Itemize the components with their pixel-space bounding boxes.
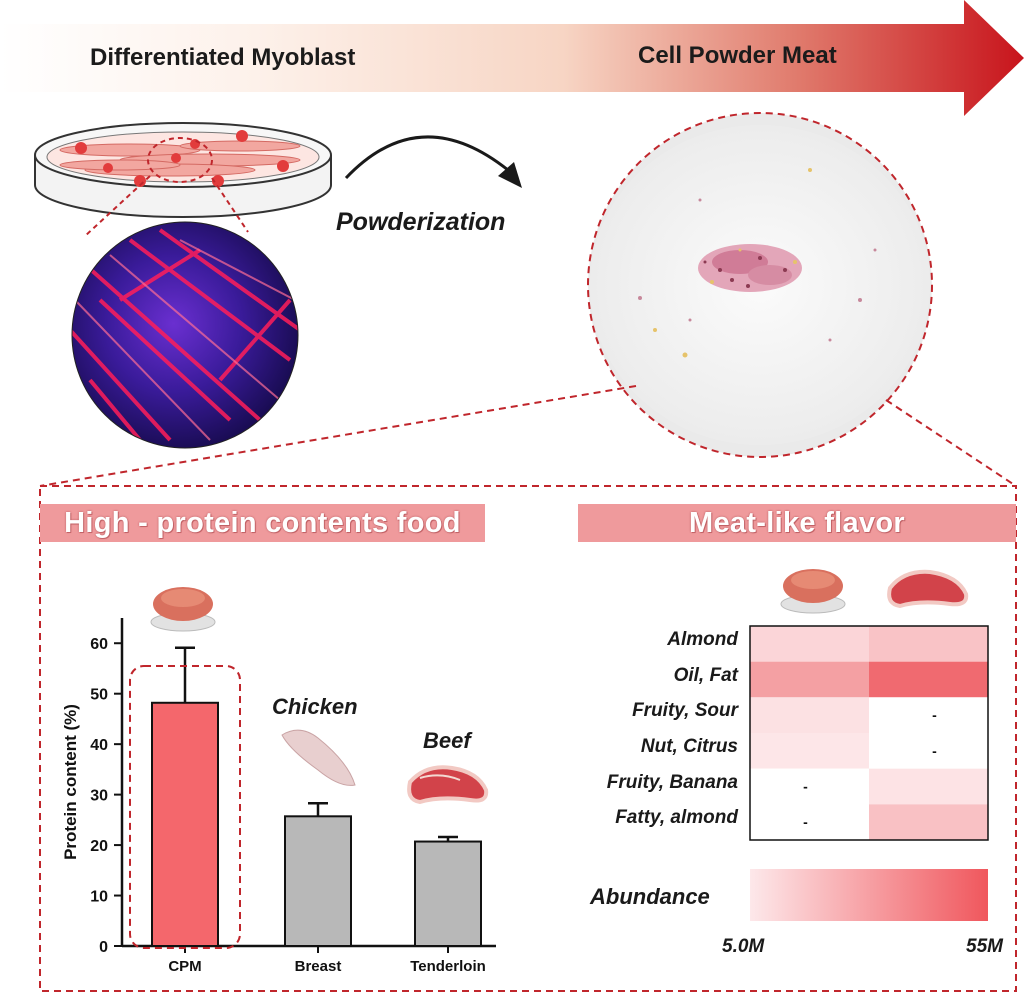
colorbar-min-label: 5.0M (722, 936, 765, 957)
process-label: Powderization (336, 208, 506, 236)
flavor-panel-header: Meat-like flavor (578, 504, 1016, 542)
y-tick-label: 0 (99, 939, 108, 956)
heatmap-cell (750, 697, 869, 733)
heatmap-missing-mark: - (932, 743, 937, 759)
chicken-label: Chicken (272, 694, 358, 719)
bar-tenderloin (414, 840, 482, 947)
beef-steak-icon-small (407, 765, 489, 805)
protein-bar-chart: 0 10 20 30 40 50 60 CPM Breast Tenderloin Protei… (61, 587, 496, 975)
heatmap-cell (869, 626, 988, 662)
cpm-powder-icon (150, 587, 216, 632)
heatmap-cell (750, 733, 869, 769)
y-tick-label: 20 (90, 838, 108, 855)
beef-column-steak-icon (887, 569, 969, 609)
x-tick-label: Tenderloin (410, 958, 486, 975)
illustration-layer (34, 112, 1017, 487)
flavor-row-label: Almond (667, 629, 738, 650)
chicken-breast-icon (281, 729, 356, 786)
protein-panel-header: High - protein contents food (40, 504, 485, 542)
heatmap-cell (869, 768, 988, 805)
x-tick-label: CPM (168, 958, 201, 975)
banner-right-label: Cell Powder Meat (638, 42, 837, 69)
heatmap-cell-empty (869, 733, 988, 769)
bar-cpm (151, 701, 219, 947)
heatmap-cell (750, 661, 869, 698)
myoblast-microscopy-image (72, 222, 298, 448)
heatmap-missing-mark: - (803, 814, 808, 830)
x-tick-label: Breast (295, 958, 342, 975)
y-tick-label: 50 (90, 687, 108, 704)
cell-powder-photo (588, 113, 932, 457)
banner-left-label: Differentiated Myoblast (90, 44, 356, 71)
process-arrow-banner (0, 0, 1024, 116)
flavor-row-label: Oil, Fat (673, 664, 738, 686)
heatmap-cell-empty (869, 697, 988, 733)
y-tick-label: 60 (90, 636, 108, 653)
heatmap-cell (869, 661, 988, 698)
beef-label: Beef (423, 728, 471, 753)
y-tick-label: 30 (90, 788, 108, 805)
cpm-column-powder-icon (780, 569, 846, 614)
heatmap-cell (869, 804, 988, 840)
heatmap-missing-mark: - (932, 707, 937, 723)
abundance-colorbar (750, 869, 988, 921)
cpm-highlight-box (129, 665, 241, 949)
panel-frame (39, 485, 1017, 992)
curved-arrow-icon (344, 135, 522, 188)
y-tick-label: 10 (90, 889, 108, 906)
y-axis-label: Protein content (%) (61, 704, 80, 860)
colorbar-max-label: 55M (966, 936, 1003, 957)
abundance-label: Abundance (590, 884, 710, 909)
y-tick-label: 40 (90, 737, 108, 754)
flavor-row-label: Nut, Citrus (640, 736, 738, 757)
heatmap-missing-mark: - (803, 779, 808, 795)
flavor-row-label: Fatty, almond (615, 807, 738, 829)
flavor-heatmap: - - - - (749, 569, 989, 921)
heatmap-cell (750, 626, 869, 662)
heatmap-border (749, 625, 989, 841)
bar-breast (284, 815, 352, 947)
heatmap-cell-empty (750, 768, 869, 805)
flavor-row-label: Fruity, Sour (632, 700, 738, 722)
flavor-row-label: Fruity, Banana (606, 771, 738, 793)
heatmap-cell-empty (750, 804, 869, 840)
petri-dish-icon (34, 122, 332, 218)
